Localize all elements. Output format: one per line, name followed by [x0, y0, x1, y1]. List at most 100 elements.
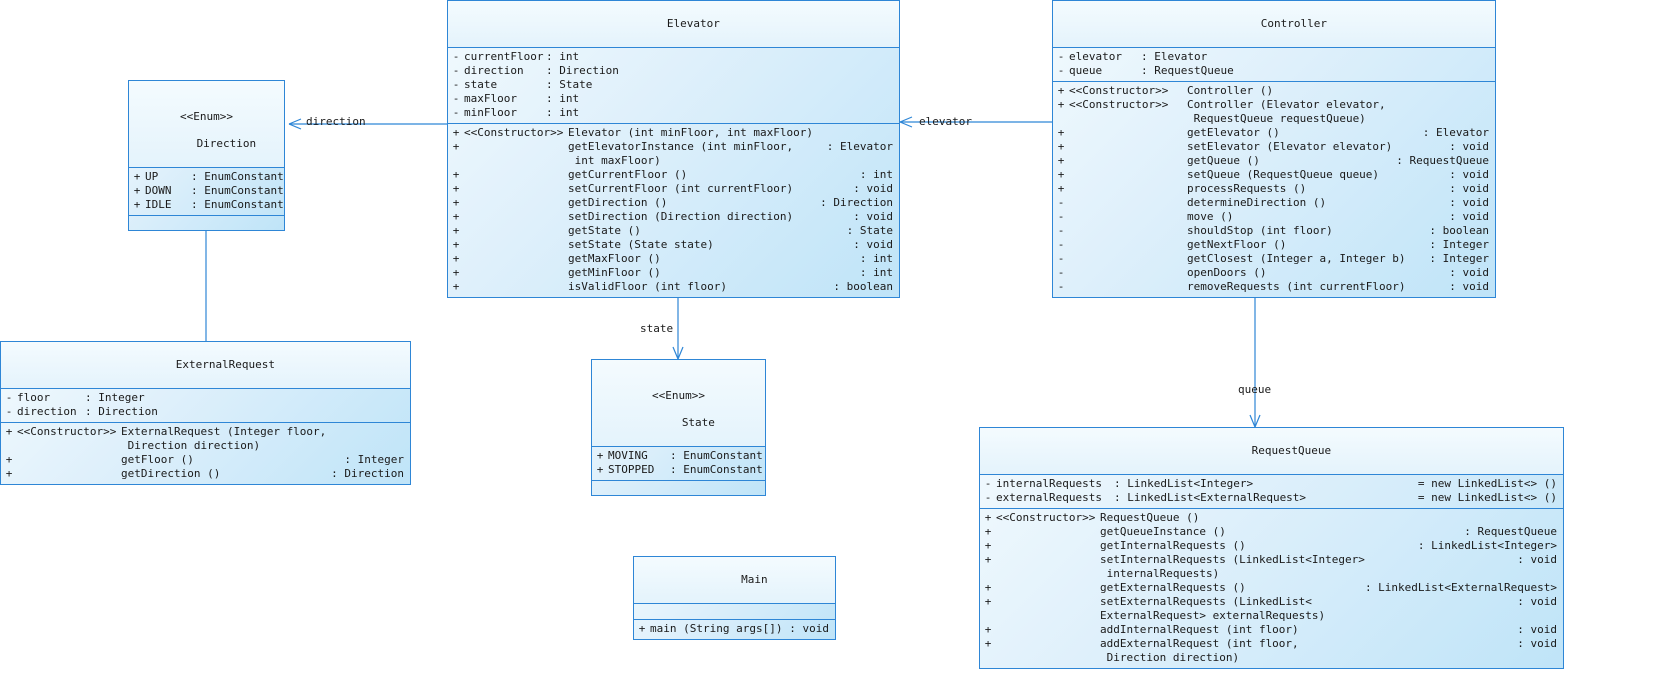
operation-return-type: : int — [859, 251, 893, 265]
class-title-main: Main — [634, 557, 835, 604]
operations-section-direction — [129, 215, 284, 230]
operation-return-type: : RequestQueue — [1464, 524, 1557, 538]
attribute-row: +UP: EnumConstant — [129, 170, 284, 184]
operation-return-type: : void — [1449, 265, 1489, 279]
operation-row: +addExternalRequest (int floor,: void — [980, 637, 1563, 651]
visibility-marker: + — [452, 237, 460, 251]
class-box-externalrequest[interactable]: ExternalRequest -floor: Integer-directio… — [0, 341, 411, 485]
visibility-marker: + — [452, 167, 460, 181]
operation-signature: main (String args[]) — [650, 621, 783, 635]
operation-row: -removeRequests (int currentFloor): void — [1053, 280, 1495, 294]
operation-signature: getMinFloor () — [568, 265, 661, 279]
operation-row: +<<Constructor>>ExternalRequest (Integer… — [1, 425, 410, 439]
operation-signature: int maxFloor) — [568, 153, 661, 167]
operation-signature: getElevator () — [1187, 125, 1280, 139]
operation-row-continuation: Direction direction) — [980, 651, 1563, 665]
attribute-name: elevator — [1069, 49, 1122, 63]
operation-stereotype: <<Constructor>> — [996, 510, 1096, 524]
visibility-marker: - — [1057, 195, 1065, 209]
visibility-marker: - — [1057, 237, 1065, 251]
attribute-name: MOVING — [608, 449, 648, 462]
class-box-main[interactable]: Main +main (String args[]): void — [633, 556, 836, 640]
operation-row: +setQueue (RequestQueue queue): void — [1053, 168, 1495, 182]
visibility-marker: + — [452, 195, 460, 209]
attribute-name: DOWN — [145, 184, 172, 197]
attributes-section-main — [634, 604, 835, 619]
attribute-type: : RequestQueue — [1141, 63, 1234, 77]
visibility-marker: + — [5, 466, 13, 480]
class-box-direction[interactable]: <<Enum>> Direction +UP: EnumConstant+DOW… — [128, 80, 285, 231]
operation-stereotype: <<Constructor>> — [464, 125, 564, 139]
operation-row-continuation: RequestQueue requestQueue) — [1053, 112, 1495, 126]
operations-section-controller: +<<Constructor>>Controller ()+<<Construc… — [1053, 80, 1495, 297]
visibility-marker: - — [1057, 223, 1065, 237]
operation-return-type: : void — [853, 209, 893, 223]
edge-label-elevator-controller: elevator — [919, 115, 972, 128]
class-box-controller[interactable]: Controller -elevator: Elevator-queue: Re… — [1052, 0, 1496, 298]
attribute-type: : LinkedList<Integer> — [1114, 476, 1254, 490]
attribute-row: +STOPPED: EnumConstant — [592, 463, 765, 477]
operation-signature: getMaxFloor () — [568, 251, 661, 265]
class-box-state[interactable]: <<Enum>> State +MOVING: EnumConstant+STO… — [591, 359, 766, 496]
visibility-marker: + — [1057, 139, 1065, 153]
visibility-marker: - — [1057, 49, 1065, 63]
operation-return-type: : int — [859, 265, 893, 279]
operation-row: +getDirection (): Direction — [1, 467, 410, 481]
operation-return-type: : Elevator — [1422, 125, 1489, 139]
attribute-type: : EnumConstant — [191, 198, 284, 211]
operation-return-type: : boolean — [833, 279, 893, 293]
edge-label-controller-requestqueue: queue — [1238, 383, 1272, 396]
operation-return-type: : void — [1517, 622, 1557, 636]
visibility-marker: + — [1057, 153, 1065, 167]
operation-row: -determineDirection (): void — [1053, 196, 1495, 210]
operation-signature: Controller () — [1187, 83, 1274, 97]
operation-row: +getCurrentFloor (): int — [448, 168, 899, 182]
operation-signature: Direction direction) — [1100, 650, 1240, 664]
operation-return-type: : State — [846, 223, 893, 237]
class-name-state: State — [681, 416, 715, 429]
operation-row: +getQueueInstance (): RequestQueue — [980, 525, 1563, 539]
visibility-marker: + — [452, 223, 460, 237]
visibility-marker: - — [452, 77, 460, 91]
operation-signature: RequestQueue () — [1100, 510, 1200, 524]
operation-row-continuation: Direction direction) — [1, 439, 410, 453]
visibility-marker: - — [1057, 209, 1065, 223]
operation-row: -getNextFloor (): Integer — [1053, 238, 1495, 252]
visibility-marker: + — [452, 125, 460, 139]
attribute-name: state — [464, 77, 498, 91]
operation-signature: getDirection () — [568, 195, 668, 209]
attribute-row: -internalRequests: LinkedList<Integer>= … — [980, 477, 1563, 491]
attribute-row: -queue: RequestQueue — [1053, 64, 1495, 78]
operation-signature: setQueue (RequestQueue queue) — [1187, 167, 1380, 181]
operation-row: +getQueue (): RequestQueue — [1053, 154, 1495, 168]
class-name-controller: Controller — [1260, 16, 1327, 30]
attributes-section-state: +MOVING: EnumConstant+STOPPED: EnumConst… — [592, 447, 765, 480]
attribute-row: +MOVING: EnumConstant — [592, 449, 765, 463]
visibility-marker: + — [984, 580, 992, 594]
attribute-type: : EnumConstant — [191, 170, 284, 183]
operation-return-type: : Elevator — [826, 139, 893, 153]
operation-return-type: : Direction — [820, 195, 893, 209]
operation-signature: ExternalRequest (Integer floor, — [121, 424, 327, 438]
visibility-marker: + — [1057, 125, 1065, 139]
visibility-marker: + — [452, 279, 460, 293]
class-name-requestqueue: RequestQueue — [1251, 443, 1332, 457]
operation-signature: shouldStop (int floor) — [1187, 223, 1333, 237]
visibility-marker: - — [1057, 251, 1065, 265]
class-box-requestqueue[interactable]: RequestQueue -internalRequests: LinkedLi… — [979, 427, 1564, 669]
operation-signature: isValidFloor (int floor) — [568, 279, 727, 293]
operation-return-type: : void — [1449, 209, 1489, 223]
class-box-elevator[interactable]: Elevator -currentFloor: int-direction: D… — [447, 0, 900, 298]
operation-row: -shouldStop (int floor): boolean — [1053, 224, 1495, 238]
attribute-row: -floor: Integer — [1, 391, 410, 405]
operation-signature: determineDirection () — [1187, 195, 1327, 209]
operation-signature: processRequests () — [1187, 181, 1307, 195]
attribute-name: STOPPED — [608, 463, 655, 476]
operations-section-state — [592, 480, 765, 495]
visibility-marker: + — [984, 538, 992, 552]
operation-signature: setElevator (Elevator elevator) — [1187, 139, 1393, 153]
operation-row: + getDirection () : Direction — [448, 196, 899, 210]
operation-signature: internalRequests) — [1100, 566, 1220, 580]
attribute-default-value: = new LinkedList<> () — [1417, 490, 1557, 504]
operation-signature: getQueueInstance () — [1100, 524, 1226, 538]
